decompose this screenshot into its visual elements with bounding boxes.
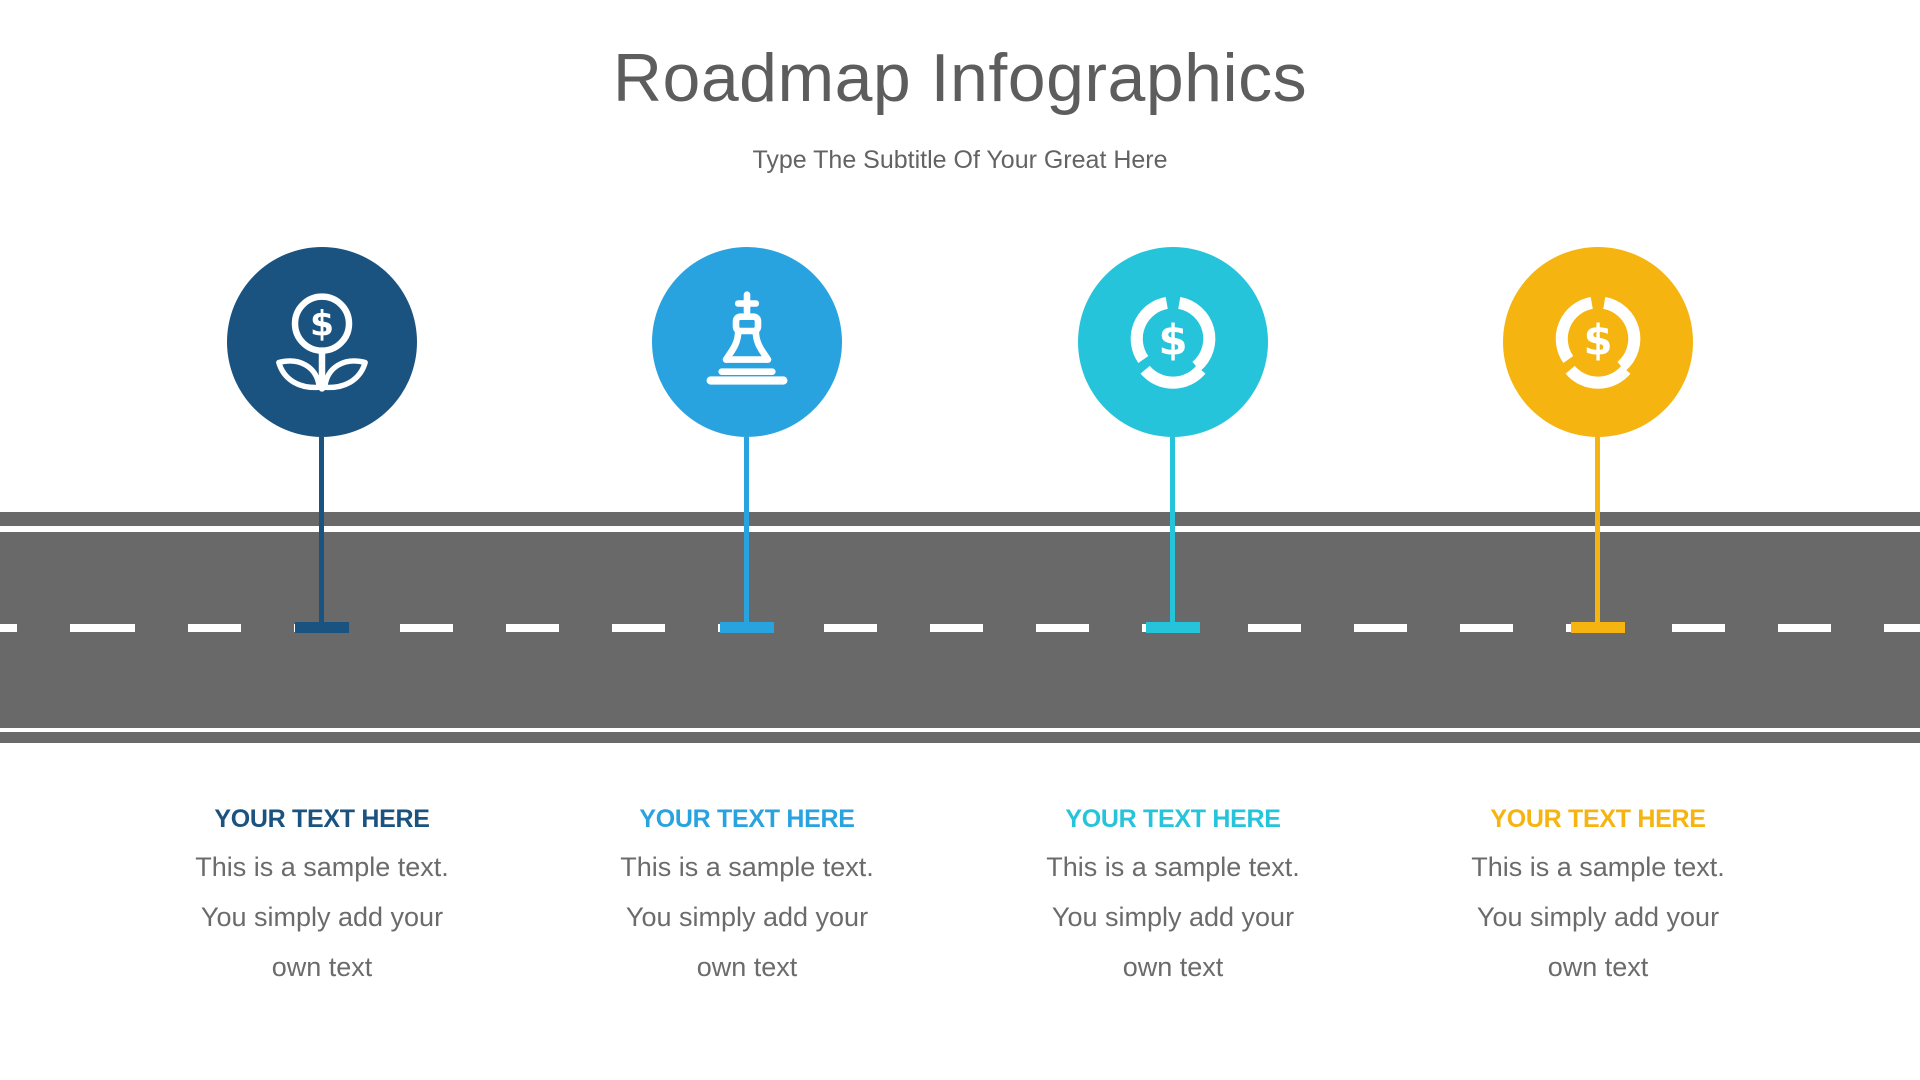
milestone-body: This is a sample text. <box>620 852 874 882</box>
milestone-connector-foot <box>1146 622 1200 633</box>
pie-chart-dollar-icon: $ <box>1130 296 1216 389</box>
milestone-connector-line <box>1595 437 1600 627</box>
milestone-heading: YOUR TEXT HERE <box>1490 805 1706 833</box>
road-top-shoulder <box>0 512 1920 526</box>
milestone-connector-line <box>319 437 324 627</box>
milestone-heading: YOUR TEXT HERE <box>214 805 430 833</box>
money-plant-icon: $ <box>276 293 368 392</box>
milestone-body: You simply add your <box>1051 902 1295 932</box>
milestone-1: $ YOUR TEXT HERE This is a sample text. … <box>152 0 492 1080</box>
milestone-body: own text <box>271 952 373 982</box>
milestone-2: YOUR TEXT HERE This is a sample text. Yo… <box>577 0 917 1080</box>
milestone-heading: YOUR TEXT HERE <box>639 805 855 833</box>
milestone-circle: $ <box>227 247 417 437</box>
milestone-heading: YOUR TEXT HERE <box>1065 805 1281 833</box>
milestone-body: This is a sample text. <box>1471 852 1725 882</box>
pie-chart-dollar-icon: $ <box>1555 296 1641 389</box>
milestone-connector-foot <box>720 622 774 633</box>
page-subtitle: Type The Subtitle Of Your Great Here <box>752 146 1168 174</box>
milestone-4: $ YOUR TEXT HERE This is a sample text. … <box>1428 0 1768 1080</box>
milestone-body: own text <box>1122 952 1224 982</box>
svg-text:$: $ <box>1583 315 1612 364</box>
milestone-3: $ YOUR TEXT HERE This is a sample text. … <box>1003 0 1343 1080</box>
milestone-body: You simply add your <box>200 902 444 932</box>
page-title: Roadmap Infographics <box>612 40 1308 116</box>
milestone-circle <box>652 247 842 437</box>
milestone-connector-foot <box>295 622 349 633</box>
milestone-connector-line <box>1170 437 1175 627</box>
road-bottom-shoulder <box>0 732 1920 743</box>
milestone-body: You simply add your <box>1476 902 1720 932</box>
milestone-body: This is a sample text. <box>195 852 449 882</box>
milestone-body: own text <box>696 952 798 982</box>
road-center-dashed-line <box>0 624 1920 632</box>
chess-king-icon <box>706 291 788 385</box>
milestone-body: own text <box>1547 952 1649 982</box>
svg-text:$: $ <box>1158 315 1187 364</box>
milestone-connector-line <box>744 437 749 627</box>
milestone-body: You simply add your <box>625 902 869 932</box>
milestone-body: This is a sample text. <box>1046 852 1300 882</box>
svg-text:$: $ <box>310 305 334 345</box>
milestone-circle: $ <box>1503 247 1693 437</box>
milestone-connector-foot <box>1571 622 1625 633</box>
milestone-circle: $ <box>1078 247 1268 437</box>
